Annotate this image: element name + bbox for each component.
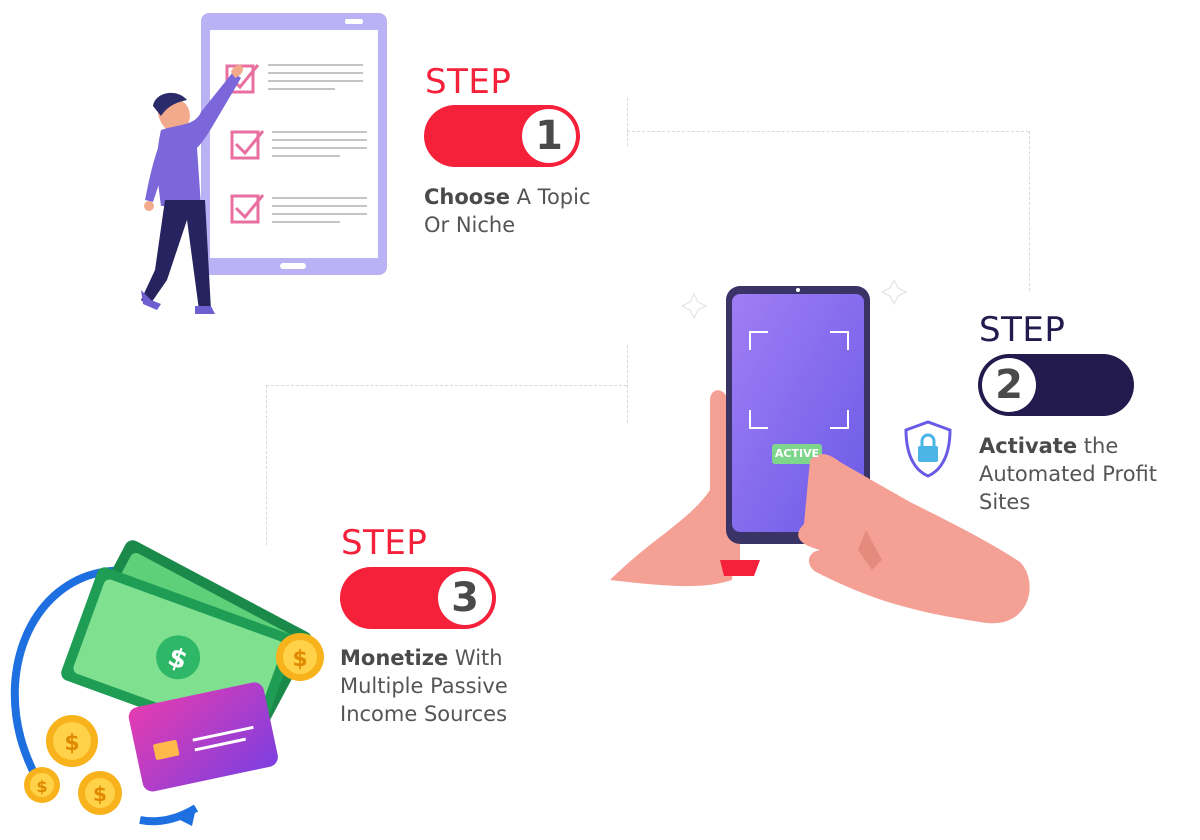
svg-text:$: $: [36, 777, 47, 796]
step-1-title-rest: A Topic: [509, 185, 591, 209]
checklist-icon: [141, 13, 387, 314]
step-1-title-bold: Choose: [424, 185, 510, 209]
step-3-label: STEP: [341, 523, 428, 563]
step-3-line3: Income Sources: [340, 702, 508, 726]
svg-text:$: $: [93, 782, 107, 806]
step-2-badge: 2: [978, 354, 1134, 416]
connector-line: [266, 385, 267, 545]
step-2-label: STEP: [979, 310, 1066, 350]
step-1-number: 1: [535, 113, 563, 159]
step-2-line3: Sites: [979, 490, 1031, 514]
step-1-description: Choose A Topic Or Niche: [424, 183, 591, 239]
step-2-title-bold: Activate: [979, 434, 1078, 458]
step-3-line2: Multiple Passive: [340, 674, 508, 698]
step-2-description: Activate the Automated Profit Sites: [979, 432, 1157, 516]
step-1-label: STEP: [425, 62, 512, 102]
step-2-line2: Automated Profit: [979, 462, 1158, 486]
money-cash-icon: $ $ $ $ $: [10, 540, 324, 826]
smartphone-icon: [610, 280, 1030, 624]
connector-line: [627, 131, 1029, 132]
svg-text:$: $: [64, 731, 79, 756]
step-3-badge: 3: [340, 567, 496, 629]
dollar-coin-icon: $ $ $ $: [24, 633, 324, 815]
step-1-badge: 1: [424, 105, 580, 167]
connector-line: [1029, 131, 1030, 291]
step-3-description: Monetize With Multiple Passive Income So…: [340, 644, 508, 728]
step-2-number: 2: [995, 362, 1023, 408]
svg-text:$: $: [292, 647, 307, 672]
step-2-title-rest: the: [1077, 434, 1119, 458]
step-3-title-rest: With: [448, 646, 503, 670]
connector-line: [266, 385, 627, 386]
step-3-number: 3: [451, 575, 479, 621]
step-3-title-bold: Monetize: [340, 646, 449, 670]
step-1-line2: Or Niche: [424, 213, 516, 237]
active-button[interactable]: ACTIVE: [774, 447, 820, 460]
connector-line: [627, 345, 628, 423]
connector-line: [627, 98, 628, 146]
